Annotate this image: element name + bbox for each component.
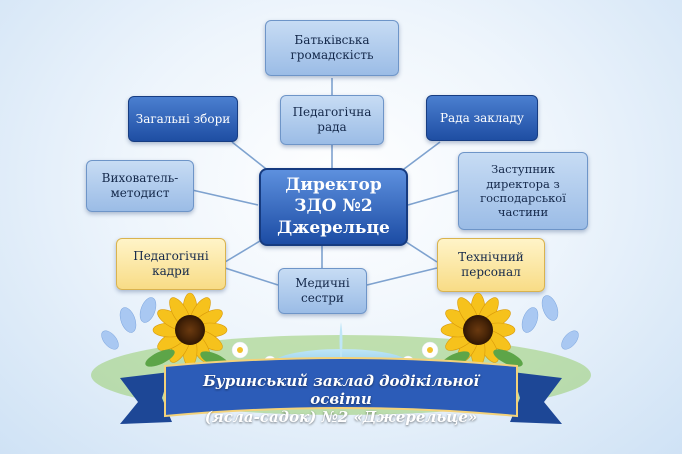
node-deputy-line3: господарської: [480, 191, 566, 205]
node-methodist-line2: методист: [102, 186, 179, 201]
node-methodist-line1: Вихователь-: [102, 171, 179, 186]
node-ped-council-line1: Педагогічна: [293, 105, 372, 120]
director-line2: ЗДО №2: [277, 196, 390, 217]
node-parents-community: Батьківська громадскість: [265, 20, 399, 76]
director-line3: Джерельце: [277, 218, 390, 239]
node-tech-staff-line1: Технічний: [458, 250, 524, 265]
banner-line2: (ясла-садок) №2 «Джерельце»: [170, 408, 512, 426]
banner-title: Буринський заклад додікільної освіти (яс…: [170, 372, 512, 426]
node-tech-staff-line2: персонал: [458, 265, 524, 280]
node-ped-staff-line1: Педагогічні: [133, 249, 209, 264]
connector-methodist: [192, 190, 258, 205]
node-methodist: Вихователь- методист: [86, 160, 194, 212]
meadow-illustration: [0, 280, 682, 454]
node-council-line1: Рада закладу: [440, 111, 524, 126]
node-parents-line1: Батьківська: [290, 33, 373, 48]
connector-council: [400, 142, 440, 172]
node-deputy-line1: Заступник: [480, 162, 566, 176]
banner-line1: Буринський заклад додікільної освіти: [170, 372, 512, 408]
node-director: Директор ЗДО №2 Джерельце: [259, 168, 408, 246]
node-institution-council: Рада закладу: [426, 95, 538, 141]
node-deputy-line4: частини: [480, 205, 566, 219]
node-deputy-line2: директора з: [480, 177, 566, 191]
connector-deputy: [408, 190, 460, 205]
director-line1: Директор: [277, 175, 390, 196]
node-general-meeting-line1: Загальні збори: [136, 112, 231, 127]
node-pedagogical-council: Педагогічна рада: [280, 95, 384, 145]
node-general-meeting: Загальні збори: [128, 96, 238, 142]
node-ped-staff-line2: кадри: [133, 264, 209, 279]
node-deputy-director: Заступник директора з господарської част…: [458, 152, 588, 230]
node-ped-council-line2: рада: [293, 120, 372, 135]
node-parents-line2: громадскість: [290, 48, 373, 63]
